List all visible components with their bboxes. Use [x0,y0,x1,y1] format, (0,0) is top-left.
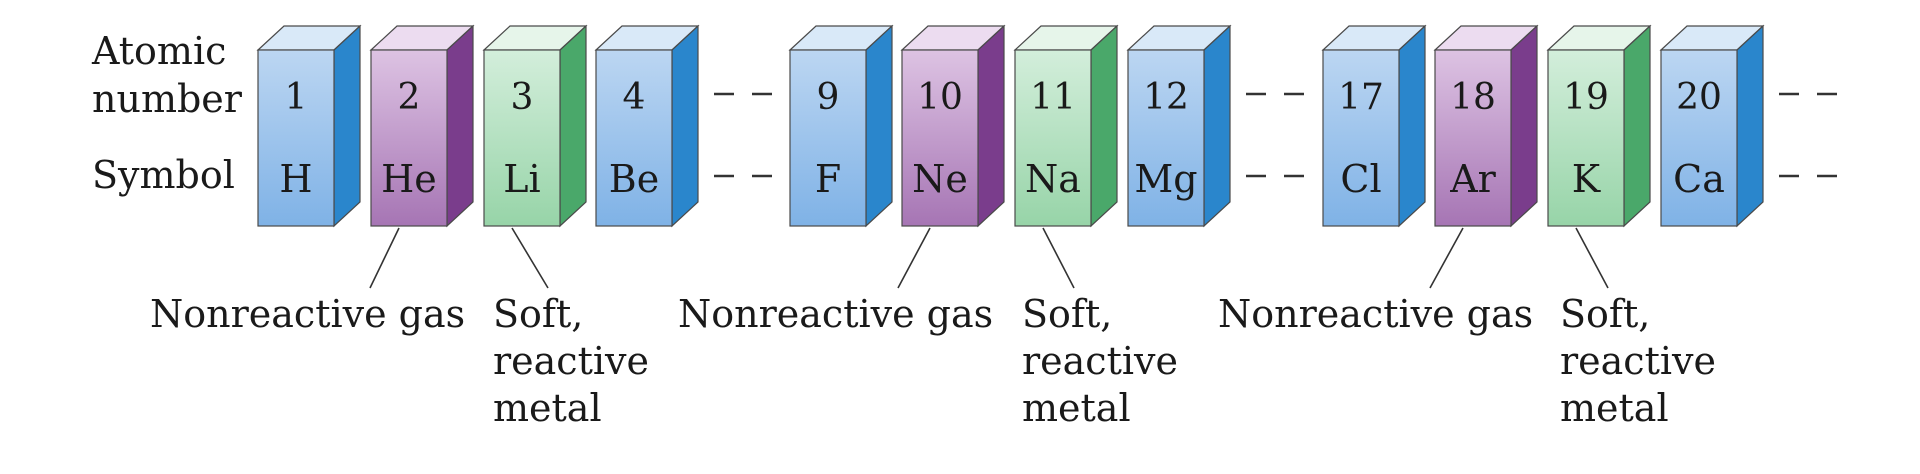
atomic-number: 19 [1563,77,1609,118]
element-symbol: Ar [1449,157,1496,201]
element-symbol: Be [609,157,659,201]
leader-line [1575,227,1609,289]
block-side-face [1510,24,1538,228]
element-symbol: Cl [1340,157,1381,201]
block-front-face [1434,49,1512,227]
annotation-text: Nonreactive gas [150,292,465,336]
annotation-text: Soft, [1560,292,1650,336]
element-block-li: 3Li [482,24,588,228]
block-front-face [1322,49,1400,227]
atomic-number: 2 [398,77,421,118]
block-side-face [865,24,893,228]
annotation-text: metal [493,386,602,430]
atomic-number: 17 [1338,77,1384,118]
element-block-f: 9F [788,24,894,228]
element-symbol: F [815,157,841,201]
element-block-he: 2He [369,24,475,228]
leader-line [1042,227,1075,289]
block-side-face [1398,24,1426,228]
atomic-number: 10 [917,77,963,118]
annotation-text: reactive [1560,339,1716,383]
annotation-text: Nonreactive gas [1218,292,1533,336]
atomic-number: 12 [1143,77,1189,118]
element-symbol: Ne [912,157,968,201]
element-block-k: 19K [1546,24,1652,228]
element-symbol: Na [1025,157,1081,201]
block-front-face [1660,49,1738,227]
block-front-face [370,49,448,227]
annotation-text: Soft, [1022,292,1112,336]
element-symbol: H [279,157,312,201]
annotation-text: metal [1560,386,1669,430]
block-front-face [483,49,561,227]
annotation-text: reactive [493,339,649,383]
atomic-number: 3 [511,77,534,118]
block-front-face [789,49,867,227]
atomic-number: 1 [285,77,308,118]
atomic-number-label-line2: number [92,77,243,121]
annotation-text: Soft, [493,292,583,336]
block-side-face [671,24,699,228]
atomic-number-label-line1: Atomic [91,29,226,73]
atomic-number: 20 [1676,77,1722,118]
block-side-face [977,24,1005,228]
symbol-row-label: Symbol [92,153,235,197]
element-symbol: Ca [1673,157,1725,201]
annotation-ar: Nonreactive gas [1218,227,1533,336]
block-front-face [1127,49,1205,227]
element-symbol: Mg [1134,157,1197,201]
block-side-face [1090,24,1118,228]
leader-line [897,227,931,289]
block-side-face [333,24,361,228]
annotation-text: reactive [1022,339,1178,383]
block-side-face [1623,24,1651,228]
block-front-face [257,49,335,227]
annotation-he: Nonreactive gas [150,227,465,336]
atomic-number: 9 [817,77,840,118]
element-symbol: He [381,157,437,201]
atomic-number: 18 [1450,77,1496,118]
element-symbol: Li [503,157,540,201]
leader-line [1429,227,1464,289]
annotation-text: metal [1022,386,1131,430]
element-symbol: K [1572,157,1601,201]
block-front-face [1547,49,1625,227]
leader-line [369,227,400,289]
annotation-ne: Nonreactive gas [678,227,993,336]
element-block-h: 1H [256,24,362,228]
block-front-face [1014,49,1092,227]
element-block-be: 4Be [594,24,700,228]
atomic-number: 4 [623,77,646,118]
block-side-face [559,24,587,228]
annotation-text: Nonreactive gas [678,292,993,336]
block-side-face [1736,24,1764,228]
block-side-face [446,24,474,228]
block-front-face [901,49,979,227]
block-side-face [1203,24,1231,228]
block-front-face [595,49,673,227]
leader-line [511,227,549,289]
atomic-number: 11 [1030,77,1076,118]
